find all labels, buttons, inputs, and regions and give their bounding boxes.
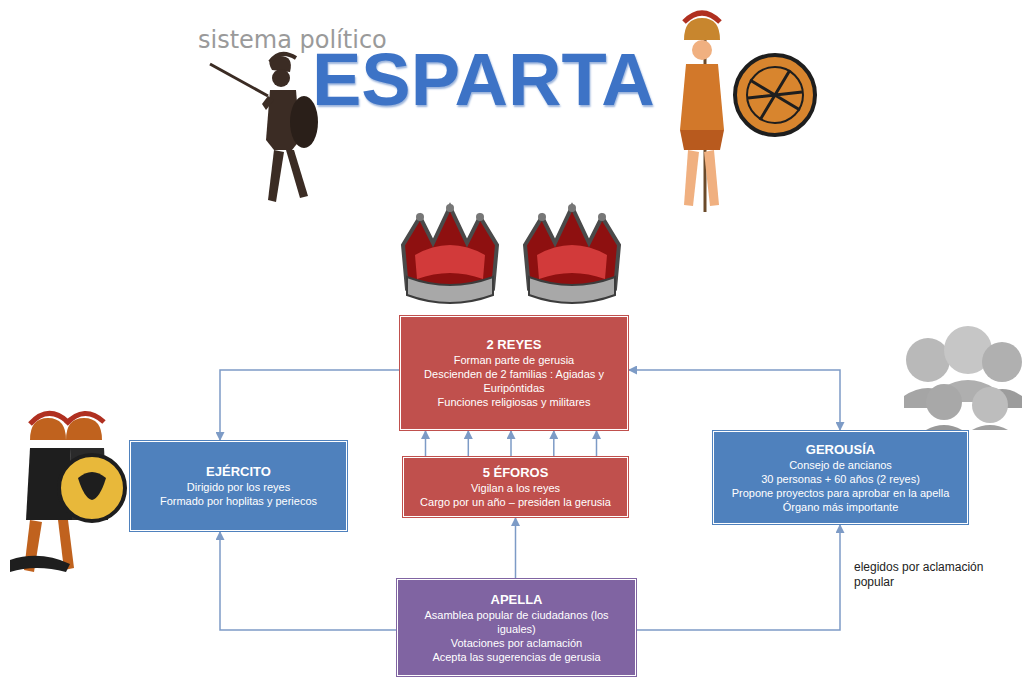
warrior-figure bbox=[680, 13, 815, 212]
subtitle-label: sistema político bbox=[198, 26, 387, 54]
connector bbox=[628, 370, 840, 431]
assembly-box: APELLAAsamblea popular de ciudadanos (lo… bbox=[397, 579, 636, 676]
connector bbox=[515, 517, 516, 579]
elder-busts bbox=[904, 326, 1022, 430]
connector-line bbox=[510, 430, 512, 457]
army-box: EJÉRCITODirigido por los reyesFormado po… bbox=[130, 441, 347, 531]
box-text: Órgano más importante bbox=[783, 500, 899, 514]
box-text: Descienden de 2 familias : Agiadas y Eur… bbox=[409, 367, 619, 395]
connector-line bbox=[220, 370, 400, 441]
box-heading: EJÉRCITO bbox=[206, 464, 271, 480]
box-text: Formado por hoplitas y periecos bbox=[160, 494, 317, 508]
box-text: Vigilan a los reyes bbox=[471, 481, 560, 495]
warrior-figure bbox=[210, 54, 318, 202]
connector-line bbox=[636, 524, 840, 630]
connector-line bbox=[425, 430, 427, 457]
box-text: Propone proyectos para aprobar en la ape… bbox=[732, 486, 950, 500]
box-text: Funciones religiosas y militares bbox=[438, 395, 591, 409]
connector-line bbox=[468, 430, 470, 457]
box-text: Votaciones por aclamación bbox=[451, 636, 582, 650]
kings-box: 2 REYESForman parte de gerusiaDescienden… bbox=[400, 316, 628, 430]
connector-line bbox=[515, 517, 517, 579]
box-text: Consejo de ancianos bbox=[789, 458, 892, 472]
box-heading: 2 REYES bbox=[487, 337, 542, 353]
crown-icon bbox=[403, 204, 497, 303]
crown-icon bbox=[525, 204, 619, 303]
box-text: Acepta las sugerencias de gerusia bbox=[432, 650, 600, 664]
box-text: Cargo por un año – presiden la gerusia bbox=[420, 495, 611, 509]
box-text: Forman parte de gerusia bbox=[454, 353, 574, 367]
connector bbox=[220, 531, 397, 630]
box-heading: 5 ÉFOROS bbox=[483, 465, 549, 481]
box-text: 30 personas + 60 años (2 reyes) bbox=[761, 472, 920, 486]
connector-line bbox=[596, 430, 598, 457]
connector bbox=[636, 524, 840, 630]
box-text: Asamblea popular de ciudadanos (los igua… bbox=[406, 608, 627, 636]
connector-line bbox=[553, 430, 555, 457]
connector-line bbox=[628, 370, 840, 431]
connector bbox=[220, 370, 400, 441]
hoplite-figures bbox=[10, 413, 125, 572]
edge-label: elegidos por aclamación popular bbox=[854, 560, 984, 590]
connector-line bbox=[220, 531, 397, 630]
box-heading: GEROUSÍA bbox=[806, 442, 875, 458]
ephors-box: 5 ÉFOROSVigilan a los reyesCargo por un … bbox=[403, 457, 628, 517]
connector bbox=[426, 430, 597, 457]
box-heading: APELLA bbox=[491, 592, 543, 608]
council-box: GEROUSÍAConsejo de ancianos30 personas +… bbox=[713, 431, 968, 524]
box-text: Dirigido por los reyes bbox=[187, 480, 290, 494]
